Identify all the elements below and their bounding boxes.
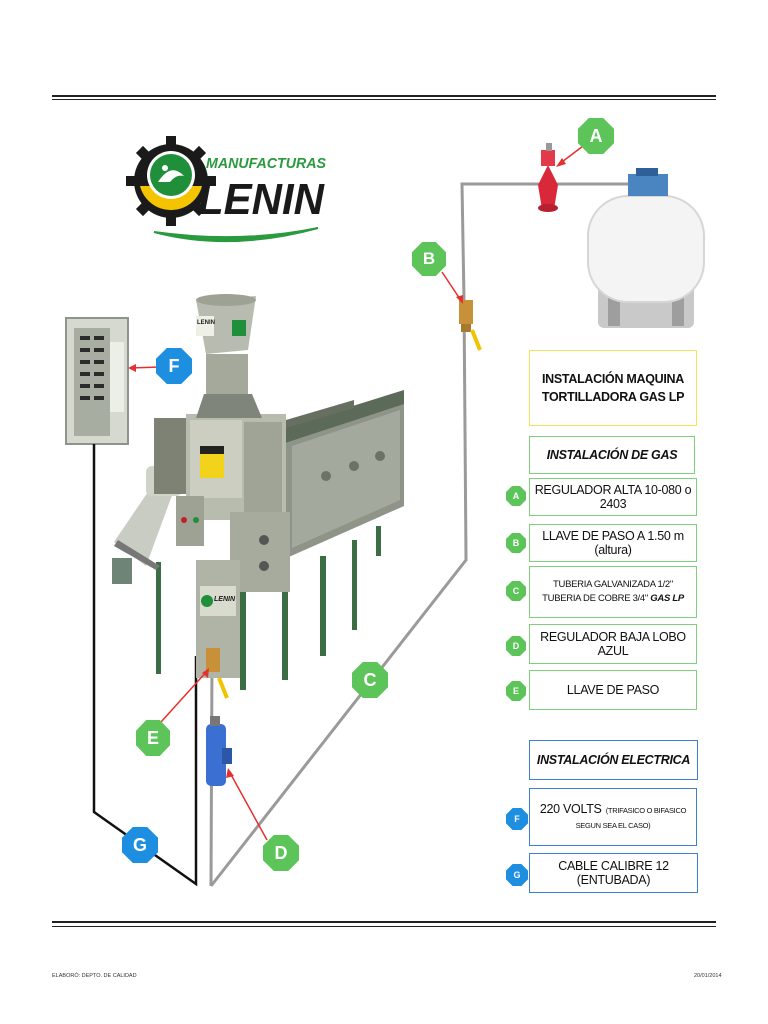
electrical-panel: [65, 317, 129, 445]
gas-item-c-line-2-emphasis: GAS LP: [650, 593, 684, 604]
electric-item-f: 220 VOLTS (TRIFASICO O BIFASICO SEGUN SE…: [529, 788, 697, 846]
gas-item-c-line-2: TUBERIA DE COBRE 3/4" GAS LP: [542, 592, 684, 606]
shutoff-valve-b: [459, 300, 482, 351]
title-line-1: INSTALACIÓN MAQUINA: [542, 372, 684, 386]
top-rule: [52, 95, 716, 97]
footer-date: 20/01/2014: [694, 973, 722, 979]
gas-item-c: TUBERIA GALVANIZADA 1/2" TUBERIA DE COBR…: [529, 566, 697, 618]
title-box: INSTALACIÓN MAQUINA TORTILLADORA GAS LP: [529, 350, 697, 426]
low-pressure-regulator: [206, 716, 232, 786]
voltage-note: (TRIFASICO O BIFASICO SEGUN SEA EL CASO): [575, 806, 687, 830]
callout-badge-e: E: [136, 720, 170, 756]
cabinet-label: LENIN: [214, 596, 235, 603]
gas-item-badge-a: A: [506, 486, 526, 506]
bottom-rule: [52, 921, 716, 923]
callout-badge-b: B: [412, 242, 446, 276]
logo-brand-main: LENIN: [198, 175, 325, 224]
gas-item-d: REGULADOR BAJA LOBO AZUL: [529, 624, 697, 664]
hopper-label: LENIN: [197, 320, 215, 326]
gas-item-badge-d: D: [506, 636, 526, 656]
gas-tank: [587, 168, 705, 328]
gas-item-b: LLAVE DE PASO A 1.50 m (altura): [529, 524, 697, 562]
gas-item-badge-c: C: [506, 581, 526, 601]
callout-badge-a: A: [578, 118, 614, 154]
electric-item-f-main: 220 VOLTS (TRIFASICO O BIFASICO SEGUN SE…: [530, 802, 696, 832]
gas-item-badge-e: E: [506, 681, 526, 701]
gas-item-badge-b: B: [506, 533, 526, 553]
logo-brand-top: MANUFACTURAS: [206, 155, 326, 172]
gas-item-c-line-2-main: TUBERIA DE COBRE 3/4": [542, 593, 648, 604]
callout-badge-g: G: [122, 827, 158, 863]
high-pressure-regulator: [538, 143, 558, 212]
title-line-2: TORTILLADORA GAS LP: [541, 390, 685, 404]
tortilla-machine: [112, 294, 404, 690]
callout-badge-c: C: [352, 662, 388, 698]
shutoff-valve-e: [206, 648, 229, 699]
gas-item-e: LLAVE DE PASO: [529, 670, 697, 710]
callout-arrowheads: [128, 158, 566, 778]
company-logo: MANUFACTURAS LENIN: [126, 136, 326, 243]
callout-badge-d: D: [263, 835, 299, 871]
electric-item-badge-f: F: [506, 808, 528, 830]
electric-item-g: CABLE CALIBRE 12 (ENTUBADA): [529, 853, 698, 893]
electric-item-badge-g: G: [506, 864, 528, 886]
footer-author: ELABORÓ: DEPTO. DE CALIDAD: [52, 973, 137, 979]
bottom-rule-thin: [52, 926, 716, 927]
gas-section-heading: INSTALACIÓN DE GAS: [529, 436, 695, 474]
voltage-label: 220 VOLTS: [539, 802, 602, 816]
gas-item-a: REGULADOR ALTA 10-080 o 2403: [529, 478, 697, 516]
gas-item-c-line-1: TUBERIA GALVANIZADA 1/2": [553, 579, 673, 590]
electric-section-heading: INSTALACIÓN ELECTRICA: [529, 740, 698, 780]
top-rule-thin: [52, 99, 716, 100]
callout-badge-f: F: [156, 348, 192, 384]
